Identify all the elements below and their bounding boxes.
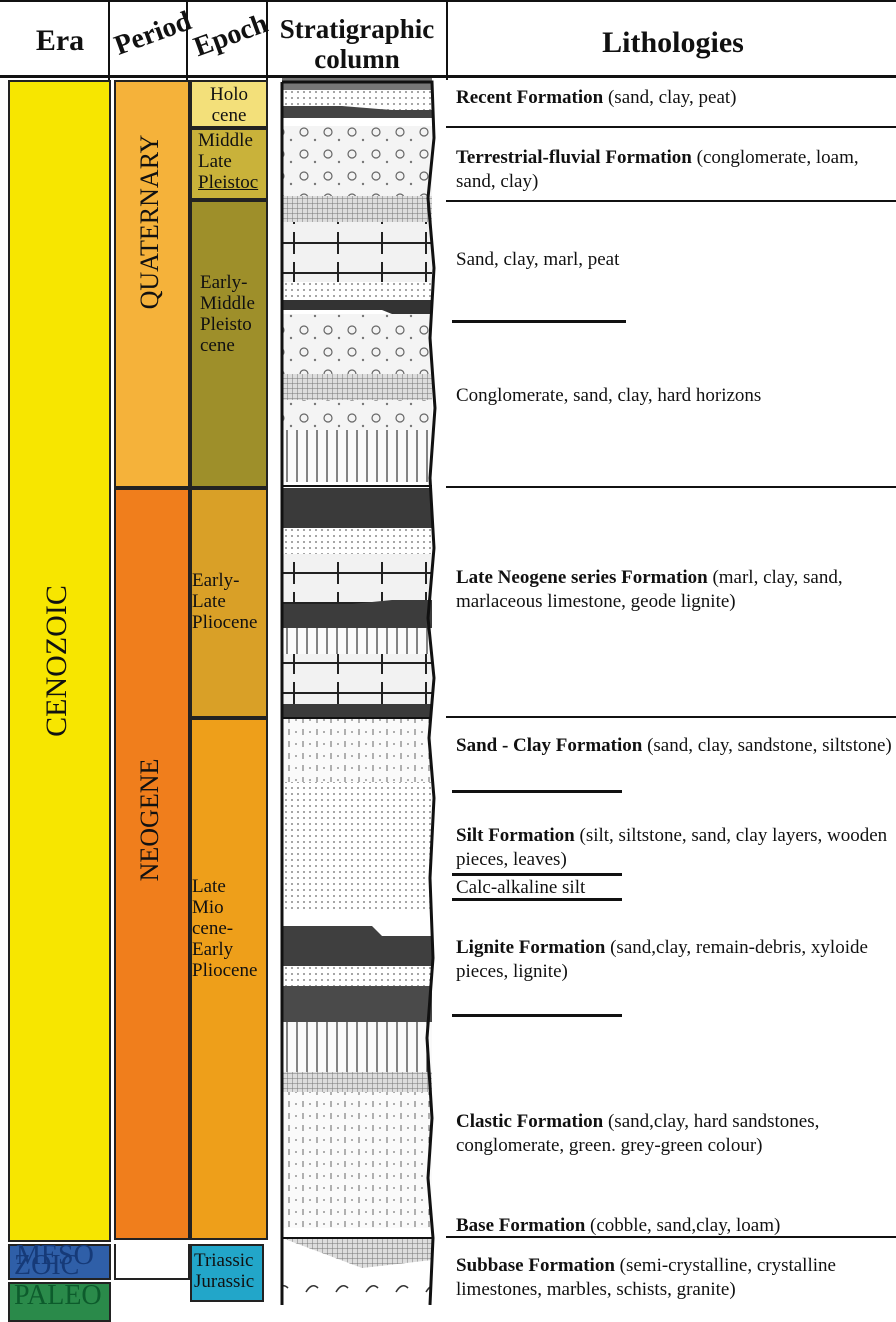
epoch-line: cene — [192, 105, 266, 126]
lith-clastic: Clastic Formation (sand,clay, hard sands… — [456, 1110, 892, 1158]
header-era: Era — [10, 26, 110, 56]
lith-divider — [446, 200, 896, 202]
lith-sub-divider — [452, 790, 622, 793]
epoch-line: Late — [192, 591, 257, 612]
lith-divider — [446, 486, 896, 488]
epoch-line: Triassic — [194, 1250, 254, 1271]
epoch-line: Pliocene — [192, 612, 257, 633]
epoch-lm-text: Late Mio cene- Early Pliocene — [192, 876, 257, 981]
epoch-mid-late-pleistocene: Middle Late Pleistoc — [190, 128, 268, 200]
era-cenozoic-label: CENOZOIC — [40, 585, 74, 737]
epoch-mlp-text: Middle Late Pleistoc — [198, 130, 258, 193]
lith-name: Clastic Formation — [456, 1111, 603, 1132]
lith-terrestrial: Terrestrial-fluvial Formation (conglomer… — [456, 146, 892, 194]
lith-detail: (sand, clay, sandstone, siltstone) — [642, 735, 891, 756]
period-quaternary: QUATERNARY — [114, 80, 190, 488]
lith-late-neogene: Late Neogene series Formation (marl, cla… — [456, 566, 892, 614]
lith-detail: Calc-alkaline silt — [456, 877, 585, 898]
lith-subbase: Subbase Formation (semi-crystalline, cry… — [456, 1254, 892, 1302]
header-divider — [108, 2, 110, 80]
epoch-holocene: Holo cene — [190, 80, 268, 128]
lith-detail: (cobble, sand,clay, loam) — [585, 1215, 780, 1236]
header-column-line2: column — [262, 46, 452, 73]
lith-name: Lignite Formation — [456, 937, 605, 958]
lith-sand-clay-marl: Sand, clay, marl, peat — [456, 248, 892, 272]
epoch-tj-text: Triassic Jurassic — [194, 1250, 254, 1292]
period-neogene: NEOGENE — [114, 488, 190, 1240]
lith-name: Terrestrial-fluvial Formation — [456, 147, 692, 168]
period-blank — [114, 1244, 190, 1280]
epoch-line: Early- — [192, 570, 257, 591]
lith-divider — [446, 126, 896, 128]
epoch-line: cene- — [192, 918, 257, 939]
era-mesozoic-label-2: ZOIC — [14, 1252, 79, 1280]
epoch-elp-text: Early- Late Pliocene — [192, 570, 257, 633]
epoch-line: Pleisto — [200, 314, 255, 335]
epoch-line: Pleistoc — [198, 172, 258, 193]
epoch-line: Pliocene — [192, 960, 257, 981]
lith-name: Recent Formation — [456, 87, 603, 108]
epoch-holocene-text: Holo cene — [192, 84, 266, 126]
lith-base: Base Formation (cobble, sand,clay, loam) — [456, 1214, 892, 1238]
epoch-line: Late — [192, 876, 257, 897]
period-neogene-label: NEOGENE — [135, 759, 165, 882]
lith-detail: (sand, clay, peat) — [603, 87, 736, 108]
epoch-early-late-pliocene: Early- Late Pliocene — [190, 488, 268, 718]
era-paleozoic-label-1: PALEO — [14, 1280, 102, 1312]
header-divider — [266, 2, 268, 80]
header-divider — [446, 2, 448, 80]
epoch-line: Early- — [200, 272, 255, 293]
period-quaternary-label: QUATERNARY — [135, 135, 165, 310]
epoch-late-miocene: Late Mio cene- Early Pliocene — [190, 718, 268, 1240]
epoch-line: Late — [198, 151, 258, 172]
epoch-line: Middle — [198, 130, 258, 151]
epoch-early-mid-pleistocene: Early- Middle Pleisto cene — [190, 200, 268, 488]
lith-divider — [446, 716, 896, 718]
lith-detail: Conglomerate, sand, clay, hard horizons — [456, 385, 761, 406]
lith-name: Late Neogene series Formation — [456, 567, 708, 588]
lith-calc: Calc-alkaline silt — [456, 876, 892, 900]
epoch-emp-text: Early- Middle Pleisto cene — [200, 272, 255, 356]
lith-silt: Silt Formation (silt, siltstone, sand, c… — [456, 824, 892, 872]
era-paleozoic: PALEO — [8, 1282, 111, 1322]
lith-name: Sand - Clay Formation — [456, 735, 642, 756]
lith-conglomerate: Conglomerate, sand, clay, hard horizons — [456, 384, 892, 408]
lith-recent: Recent Formation (sand, clay, peat) — [456, 86, 892, 110]
lith-sub-divider — [452, 1014, 622, 1017]
epoch-triassic-jurassic: Triassic Jurassic — [190, 1244, 264, 1302]
epoch-line: Jurassic — [194, 1271, 254, 1292]
header-divider — [186, 2, 188, 80]
lith-name: Silt Formation — [456, 825, 575, 846]
epoch-line: cene — [200, 335, 255, 356]
lith-name: Subbase Formation — [456, 1255, 615, 1276]
header-column-line1: Stratigraphic — [262, 16, 452, 43]
lith-lignite: Lignite Formation (sand,clay, remain-deb… — [456, 936, 892, 984]
lith-sub-divider — [452, 320, 626, 323]
header-lithologies: Lithologies — [450, 28, 896, 58]
lith-name: Base Formation — [456, 1215, 585, 1236]
lith-sand-clay-formation: Sand - Clay Formation (sand, clay, sands… — [456, 734, 892, 758]
epoch-line: Early — [192, 939, 257, 960]
epoch-line: Mio — [192, 897, 257, 918]
lith-detail: Sand, clay, marl, peat — [456, 249, 619, 270]
stratigraphic-column — [272, 78, 446, 1305]
epoch-line: Middle — [200, 293, 255, 314]
epoch-line: Holo — [192, 84, 266, 105]
era-cenozoic: CENOZOIC — [8, 80, 111, 1242]
header-row: Era Period Epoch Stratigraphic column Li… — [0, 0, 896, 78]
